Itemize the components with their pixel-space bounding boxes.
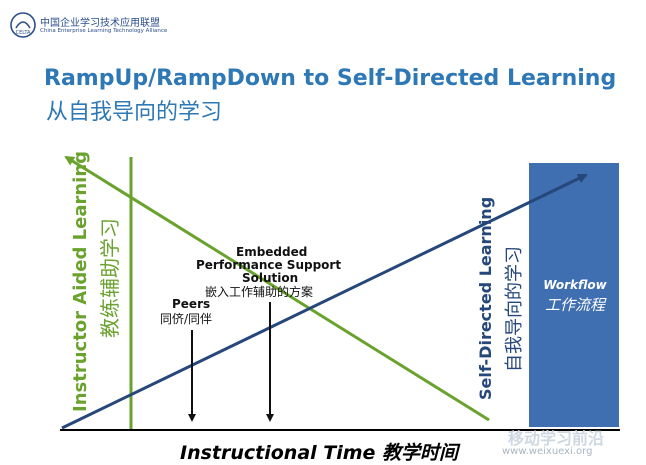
right-axis-label-en: Self-Directed Learning: [476, 196, 495, 400]
workflow-title: Workflow: [543, 278, 607, 292]
left-axis-label-cn: 教练辅助学习: [98, 218, 122, 338]
watermark-text: 移动学习前沿: [508, 429, 605, 448]
instructor-rampdown-arrow: [64, 155, 490, 422]
peers-label-en: Peers: [172, 297, 211, 311]
watermark-url: www.weixuexi.org: [502, 446, 593, 457]
slide-subtitle: 从自我导向的学习: [46, 100, 223, 125]
org-name-en: China Enterprise Learning Technology All…: [40, 28, 168, 34]
embedded-label-line2: Performance Support: [196, 258, 342, 272]
embedded-label-line3: Solution: [242, 271, 299, 285]
workflow-box: [529, 163, 619, 427]
embedded-label-line1: Embedded: [236, 245, 308, 259]
workflow-subtitle-cn: 工作流程: [544, 296, 605, 314]
logo-text: CELTA: [16, 30, 31, 36]
peers-label-cn: 同侪/同伴: [160, 312, 213, 326]
left-axis-label-en: Instructor Aided Learning: [70, 150, 91, 412]
right-axis-label-cn: 自我导向的学习: [504, 246, 525, 372]
x-axis-title: Instructional Time 教学时间: [180, 442, 459, 464]
org-name-cn: 中国企业学习技术应用联盟: [40, 18, 160, 29]
celta-logo-icon: CELTA: [10, 12, 36, 38]
self-directed-rampup-arrow: [61, 173, 588, 430]
embedded-label-cn: 嵌入工作辅助的方案: [205, 285, 314, 299]
slide-title: RampUp/RampDown to Self-Directed Learnin…: [44, 66, 617, 91]
